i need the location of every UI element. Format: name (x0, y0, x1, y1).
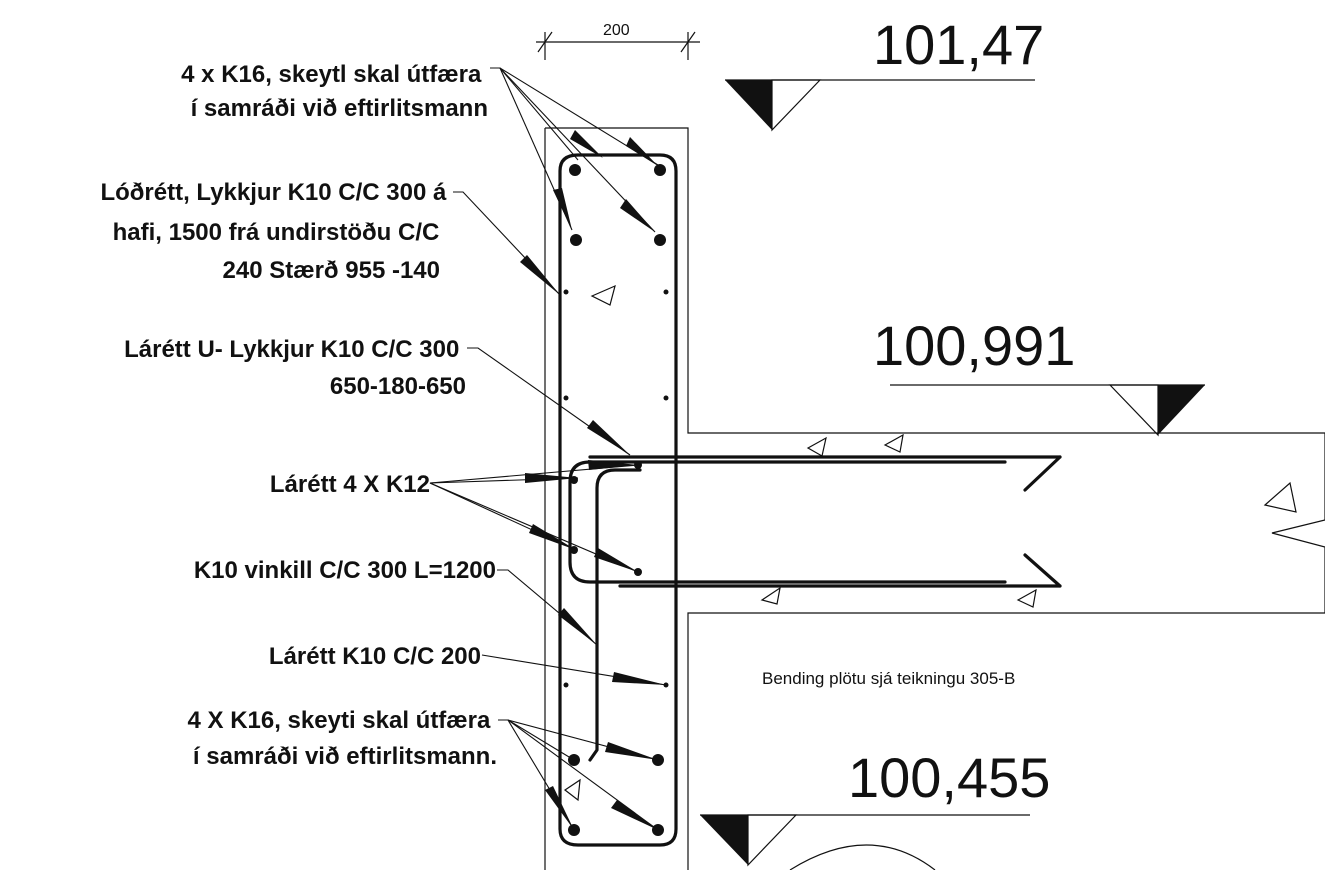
elevation-marker-top: 101,47 (725, 13, 1044, 132)
u-stirrup (568, 460, 1007, 584)
leader-k12 (429, 460, 639, 573)
callout-angle-bar: K10 vinkill C/C 300 L=1200 (194, 557, 496, 584)
callout-u-stirrups-line2: 650-180-650 (330, 373, 466, 400)
callout-vertical-stirrups-line2: hafi, 1500 frá undirstöðu C/C (113, 219, 440, 246)
vertical-stirrup (558, 153, 678, 847)
leader-bottom-bars (498, 719, 659, 831)
break-line (1271, 433, 1325, 613)
callout-horizontal-k10: Lárétt K10 C/C 200 (269, 643, 481, 670)
angle-bar (588, 468, 642, 762)
callout-vertical-stirrups: Lóðrétt, Lykkjur K10 C/C 300 á hafi, 150… (100, 179, 453, 284)
callout-u-stirrups: Lárétt U- Lykkjur K10 C/C 300 650-180-65… (124, 336, 466, 400)
callout-vertical-stirrups-line3: 240 Stærð 955 -140 (223, 257, 440, 284)
callout-bottom-bars-line1: 4 X K16, skeyti skal útfæra (188, 707, 491, 734)
callout-k12: Lárétt 4 X K12 (270, 471, 430, 498)
distribution-bars (563, 289, 669, 688)
callout-bottom-bars-line2: í samráði við eftirlitsmann. (193, 743, 497, 770)
leader-vertical-stirrups (453, 191, 561, 296)
slab-top-bar (588, 455, 1062, 492)
elevation-marker-slab: 100,991 (873, 314, 1205, 437)
dimension-label: 200 (603, 22, 630, 39)
width-dimension: 200 (536, 22, 700, 60)
leader-horizontal-k10 (481, 654, 667, 686)
elevation-top-value: 101,47 (873, 13, 1044, 76)
bending-note: Bending plötu sjá teikningu 305-B (762, 669, 1015, 688)
callout-top-bars: 4 x K16, skeytl skal útfæra í samráði vi… (181, 61, 488, 122)
aggregate-markers (563, 284, 1297, 802)
leader-angle-bar (497, 569, 598, 646)
concrete-outline (544, 127, 1325, 870)
slab-bottom-bar (618, 553, 1062, 588)
leader-top-bars (490, 67, 659, 233)
callout-top-bars-line1: 4 x K16, skeytl skal útfæra (181, 61, 482, 88)
elevation-slab-value: 100,991 (873, 314, 1075, 377)
main-bars (568, 164, 666, 836)
leader-u-stirrups (467, 347, 631, 456)
callout-top-bars-line2: í samráði við eftirlitsmann (191, 95, 488, 122)
callout-bottom-bars: 4 X K16, skeyti skal útfæra í samráði vi… (188, 707, 498, 770)
callout-vertical-stirrups-line1: Lóðrétt, Lykkjur K10 C/C 300 á (100, 179, 447, 206)
callout-u-stirrups-line1: Lárétt U- Lykkjur K10 C/C 300 (124, 336, 459, 363)
elevation-bottom-value: 100,455 (848, 746, 1050, 809)
elevation-marker-bottom: 100,455 (700, 746, 1050, 870)
